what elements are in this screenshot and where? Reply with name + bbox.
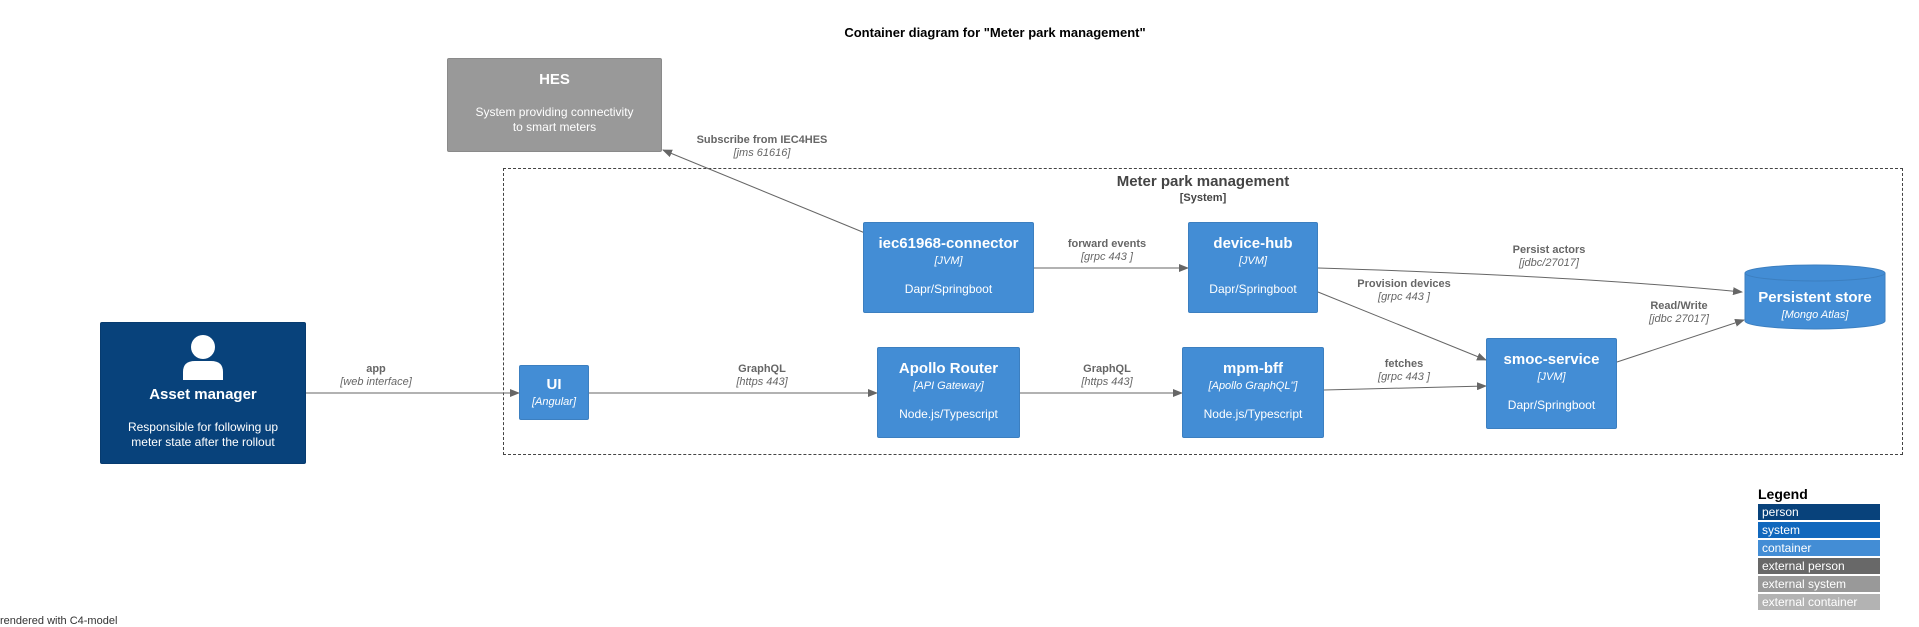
diagram-title: Container diagram for "Meter park manage… [844,25,1146,40]
edge-read-write [1616,319,1745,363]
iec-connector-box[interactable]: iec61968-connector [JVM] Dapr/Springboot [863,222,1034,313]
legend-item-external-container: external container [1758,594,1880,610]
smoc-service-technology: [JVM] [1537,371,1566,383]
hes-description: System providing connectivity to smart m… [475,105,634,134]
asset-manager-description: Responsible for following up meter state… [127,420,279,449]
persistent-store-technology: [Mongo Atlas] [1781,309,1849,321]
edge-subscribe [662,149,866,234]
device-hub-name: device-hub [1213,235,1293,252]
apollo-router-box[interactable]: Apollo Router [API Gateway] Node.js/Type… [877,347,1020,438]
hes-name: HES [539,71,570,88]
label-fetches: fetches [grpc 443 ] [1378,358,1430,383]
smoc-service-name: smoc-service [1503,351,1600,368]
label-provision-devices: Provision devices [grpc 443 ] [1357,278,1451,303]
smoc-service-description: Dapr/Springboot [1507,398,1596,412]
asset-manager-name: Asset manager [149,386,257,403]
legend: Legend person system container external … [1758,486,1880,612]
device-hub-box[interactable]: device-hub [JVM] Dapr/Springboot [1188,222,1318,313]
label-app: app [web interface] [340,363,412,388]
ui-technology: [Angular] [531,396,577,408]
legend-title: Legend [1758,486,1808,502]
device-hub-technology: [JVM] [1238,255,1268,267]
asset-manager-box[interactable]: Asset manager Responsible for following … [100,322,306,464]
ui-name: UI [546,376,562,393]
apollo-router-technology: [API Gateway] [913,380,984,392]
persistent-store-label: Persistent store [Mongo Atlas] [1744,289,1886,321]
iec-connector-description: Dapr/Springboot [904,282,993,296]
mpm-bff-name: mpm-bff [1223,360,1283,377]
apollo-router-description: Node.js/Typescript [899,407,998,421]
mpm-bff-box[interactable]: mpm-bff [Apollo GraphQL"] Node.js/Typesc… [1182,347,1324,438]
legend-item-person: person [1758,504,1880,520]
label-subscribe: Subscribe from IEC4HES [jms 61616] [696,134,828,159]
legend-item-external-person: external person [1758,558,1880,574]
label-graphql-router: GraphQL [https 443] [1081,363,1133,388]
legend-item-container: container [1758,540,1880,556]
boundary-name: Meter park management [1116,173,1290,190]
iec-connector-technology: [JVM] [934,255,963,267]
iec-connector-name: iec61968-connector [878,235,1019,252]
smoc-service-box[interactable]: smoc-service [JVM] Dapr/Springboot [1486,338,1617,429]
label-forward-events: forward events [grpc 443 ] [1067,238,1147,263]
edge-fetches [1323,382,1487,391]
apollo-router-name: Apollo Router [898,360,999,377]
footer-note: rendered with C4-model [0,615,118,627]
system-boundary: Meter park management [System] [503,168,1903,455]
legend-item-system: system [1758,522,1880,538]
persistent-store-name: Persistent store [1758,289,1872,306]
ui-container-box[interactable]: UI [Angular] [519,365,589,420]
boundary-type: [System] [1179,192,1227,204]
legend-item-external-system: external system [1758,576,1880,592]
edge-persist-actors [1317,267,1743,296]
device-hub-description: Dapr/Springboot [1209,282,1297,296]
edge-provision-devices [1317,291,1487,361]
hes-system-box[interactable]: HES System providing connectivity to sma… [447,58,662,152]
persistent-store-database-icon[interactable] [1744,264,1886,330]
mpm-bff-technology: [Apollo GraphQL"] [1208,380,1298,392]
mpm-bff-description: Node.js/Typescript [1203,407,1303,421]
label-persist-actors: Persist actors [jdbc/27017] [1512,244,1586,269]
person-icon [183,335,223,380]
label-graphql-ui: GraphQL [https 443] [736,363,788,388]
label-read-write: Read/Write [jdbc 27017] [1649,300,1709,325]
